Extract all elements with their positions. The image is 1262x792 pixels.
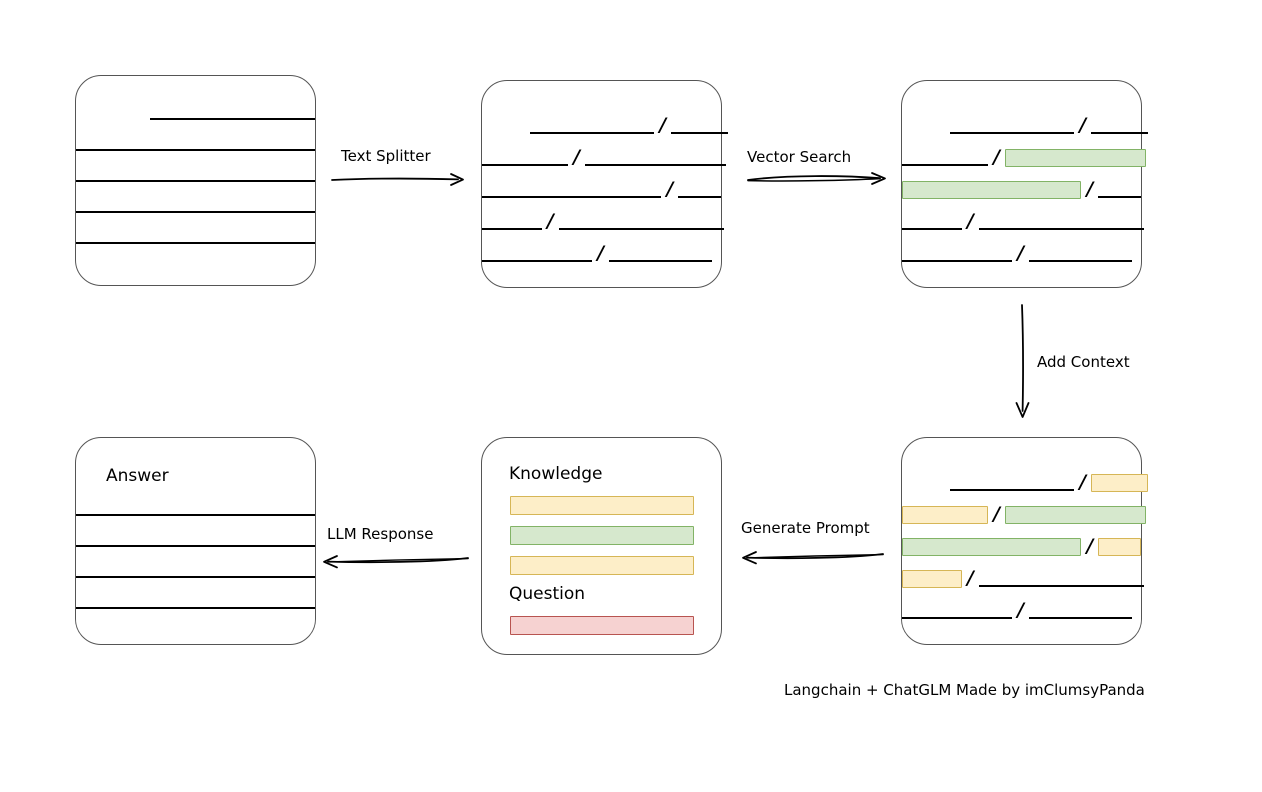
chunk-row: / <box>482 210 724 233</box>
context-document-box[interactable]: / / / / / <box>901 437 1149 645</box>
chunk-row: / <box>902 210 1144 233</box>
answer-line <box>76 607 315 609</box>
split-chunks-box[interactable]: / / / / / <box>481 80 729 288</box>
chunk-separator-slash: / <box>1086 535 1094 557</box>
chunk-row: / <box>482 178 722 201</box>
chunk-row: / <box>902 243 1141 265</box>
document-line <box>76 180 315 182</box>
arrow-label-generate-prompt: Generate Prompt <box>741 519 870 537</box>
answer-heading: Answer <box>106 466 169 486</box>
chunk-row: / <box>902 503 1146 526</box>
chunk-text-right <box>978 228 1144 230</box>
chunk-text-right <box>1028 617 1132 619</box>
chunk-text-left <box>949 132 1075 134</box>
chunk-separator-slash: / <box>1086 178 1094 200</box>
document-line <box>76 242 315 244</box>
chunk-row: / <box>482 243 721 265</box>
answer-lines <box>76 438 315 644</box>
chunk-text-right <box>608 260 712 262</box>
chunk-separator-slash: / <box>1079 114 1087 136</box>
arrow-vector-search <box>747 172 886 185</box>
arrow-label-vector-search: Vector Search <box>747 148 852 166</box>
footer-credit: Langchain + ChatGLM Made by imClumsyPand… <box>784 681 1145 699</box>
chunk-text-left <box>482 228 542 230</box>
chunk-text-right <box>978 585 1144 587</box>
chunk-row: / <box>482 146 726 169</box>
arrow-label-add-context: Add Context <box>1037 353 1130 371</box>
chunk-text-right <box>584 164 726 166</box>
chunk-separator-slash: / <box>659 114 667 136</box>
arrow-add-context <box>1015 304 1030 418</box>
chunk-text-left <box>482 164 569 166</box>
chunk-text-right <box>671 132 729 134</box>
chunk-highlight-green <box>902 538 1082 556</box>
chunk-row: / <box>902 567 1144 590</box>
question-heading: Question <box>509 584 586 604</box>
question-bar-1 <box>510 616 694 635</box>
chunk-row: / <box>902 146 1146 169</box>
chunk-separator-slash: / <box>573 146 580 168</box>
chunk-row: / <box>902 600 1141 622</box>
arrow-generate-prompt <box>742 551 884 565</box>
chunk-text-left <box>529 132 655 134</box>
arrow-label-llm-response: LLM Response <box>327 525 434 543</box>
source-document-box[interactable] <box>75 75 316 286</box>
chunk-row: / <box>902 178 1142 201</box>
chunk-text-left <box>902 617 1012 619</box>
chunk-text-left <box>949 489 1075 491</box>
vector-matches-box[interactable]: / / / / / <box>901 80 1149 288</box>
document-line <box>150 118 315 120</box>
knowledge-bar-3 <box>510 556 694 575</box>
chunk-text-right <box>1098 196 1142 198</box>
chunk-highlight-yellow <box>1091 474 1149 492</box>
arrow-label-text-splitter: Text Splitter <box>341 147 431 165</box>
document-line <box>76 149 315 151</box>
knowledge-bar-1 <box>510 496 694 515</box>
chunk-text-left <box>902 164 989 166</box>
arrow-text-splitter <box>331 173 464 186</box>
chunk-separator-slash: / <box>966 567 974 589</box>
chunk-text-left <box>902 260 1012 262</box>
chunk-separator-slash: / <box>966 210 974 232</box>
chunk-separator-slash: / <box>993 146 1000 168</box>
chunk-highlight-green <box>1004 506 1146 524</box>
arrow-llm-response <box>323 555 469 569</box>
chunk-text-right <box>1091 132 1149 134</box>
chunk-row: / <box>902 535 1142 558</box>
vector-matches-rows: / / / / / <box>902 81 1149 287</box>
chunk-text-right <box>1028 260 1132 262</box>
chunk-row: / <box>902 114 1149 137</box>
chunk-separator-slash: / <box>666 178 674 200</box>
chunk-text-right <box>558 228 724 230</box>
chunk-highlight-green <box>1004 149 1146 167</box>
chunk-text-right <box>678 196 722 198</box>
knowledge-bar-2 <box>510 526 694 545</box>
document-line <box>76 211 315 213</box>
answer-line <box>76 545 315 547</box>
chunk-separator-slash: / <box>993 503 1000 525</box>
prompt-box[interactable]: Knowledge Question <box>481 437 722 655</box>
chunk-separator-slash: / <box>596 242 604 264</box>
chunk-text-left <box>482 260 592 262</box>
chunk-separator-slash: / <box>546 210 554 232</box>
chunk-text-left <box>482 196 662 198</box>
chunk-highlight-yellow <box>902 570 962 588</box>
knowledge-heading: Knowledge <box>509 464 603 484</box>
chunk-separator-slash: / <box>1016 599 1024 621</box>
chunk-row: / <box>902 471 1149 494</box>
answer-box[interactable]: Answer <box>75 437 316 645</box>
source-document-lines <box>76 76 315 285</box>
chunk-separator-slash: / <box>1079 471 1087 493</box>
split-chunks-rows: / / / / / <box>482 81 729 287</box>
answer-line <box>76 514 315 516</box>
chunk-highlight-yellow <box>1098 538 1142 556</box>
answer-line <box>76 576 315 578</box>
chunk-text-left <box>902 228 962 230</box>
chunk-highlight-yellow <box>902 506 989 524</box>
chunk-row: / <box>482 114 729 137</box>
chunk-highlight-green <box>902 181 1082 199</box>
chunk-separator-slash: / <box>1016 242 1024 264</box>
context-document-rows: / / / / / <box>902 438 1149 644</box>
